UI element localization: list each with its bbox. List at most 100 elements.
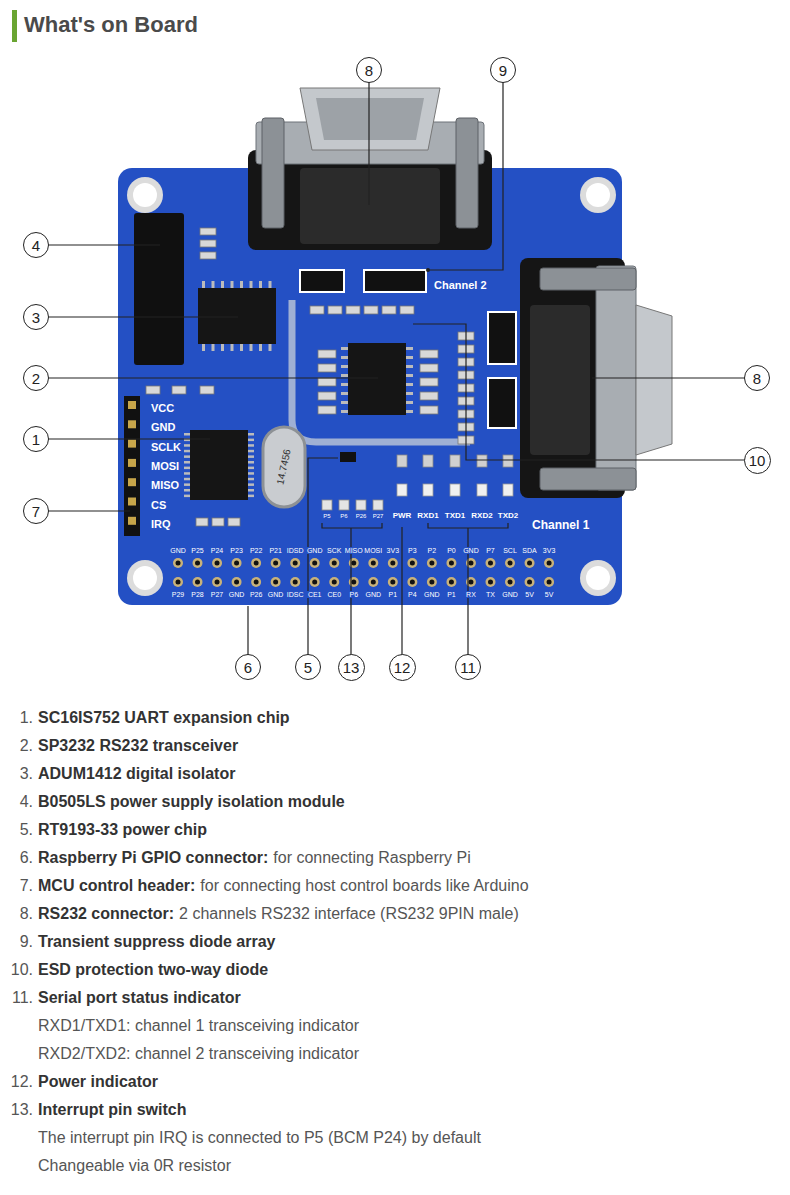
gpio-pad (212, 577, 222, 587)
resistor (328, 306, 342, 314)
pin-label: P6 (348, 591, 359, 598)
callout-circle: 10 (744, 447, 771, 474)
channel-label: Channel 2 (433, 280, 488, 291)
led-label: TXD1 (444, 512, 466, 520)
leader-line (247, 606, 248, 655)
mounting-hole (127, 560, 163, 596)
chip-pin (406, 383, 413, 386)
chip-pin (248, 439, 254, 442)
chip-pin (184, 461, 190, 464)
list-number: 5. (20, 820, 33, 839)
leader-line (401, 527, 402, 655)
gpio-pad (329, 577, 339, 587)
pin-label: GND (501, 591, 519, 598)
gpio-hole (176, 561, 181, 566)
header-pin (128, 459, 136, 467)
gpio-hole (351, 580, 356, 585)
gpio-hole (254, 580, 259, 585)
gpio-pad (173, 577, 183, 587)
channel-label: Channel 1 (531, 519, 590, 531)
chip-pin (406, 374, 413, 377)
pin-label: P6 (339, 513, 348, 519)
gpio-hole (527, 580, 532, 585)
gpio-pad (407, 577, 417, 587)
callout-circle: 3 (23, 304, 49, 330)
resistor (310, 306, 324, 314)
list-number: 13. (11, 1100, 33, 1119)
chip-pin (250, 344, 253, 351)
led (503, 484, 513, 496)
pin-label: 5V (524, 591, 535, 598)
pin-label: IDSD (286, 547, 305, 554)
leader-line (368, 82, 369, 205)
callout-number: 13 (343, 660, 360, 675)
list-number: 10. (11, 960, 33, 979)
db9-screw (540, 268, 636, 290)
gpio-pad (427, 577, 437, 587)
item-text: RXD2/TXD2: channel 2 transceiving indica… (38, 1044, 359, 1063)
isolation-gap (292, 300, 470, 442)
isolator-chip (198, 288, 276, 344)
resistor-pad (322, 500, 332, 510)
chip-pin (259, 281, 262, 288)
gpio-hole (215, 561, 220, 566)
item-title: RT9193-33 power chip (38, 820, 207, 839)
pin-label: P4 (407, 591, 418, 598)
gpio-pad (485, 558, 495, 568)
gpio-pad (310, 577, 320, 587)
callout-number: 7 (32, 504, 40, 519)
gpio-pad (232, 577, 242, 587)
resistor (200, 386, 214, 394)
mounting-hole (580, 177, 616, 213)
gpio-pad (407, 558, 417, 568)
led (423, 484, 433, 496)
gpio-hole (390, 580, 395, 585)
jumper (300, 270, 344, 292)
pin-label: VCC (150, 403, 175, 414)
gpio-pad (310, 558, 320, 568)
chip-pin (248, 444, 254, 447)
chip-pin (406, 347, 413, 350)
db9-shell (300, 88, 440, 150)
chip-pin (184, 450, 190, 453)
callout-circle: 11 (455, 654, 481, 680)
callout-number: 8 (365, 63, 373, 78)
pin-label: P24 (210, 547, 224, 554)
chip-pin (184, 489, 190, 492)
gpio-pad (271, 577, 281, 587)
isolation-module (134, 213, 184, 365)
pin-label: P23 (229, 547, 243, 554)
gpio-hole (293, 580, 298, 585)
resistor (200, 252, 216, 259)
pin-label: IDSC (286, 591, 305, 598)
leader-lines (48, 82, 745, 655)
chip-pin (341, 347, 348, 350)
gpio-pad (368, 577, 378, 587)
chip-pin (184, 467, 190, 470)
chip-pin (202, 344, 205, 351)
item-text: for connecting Raspberry Pi (273, 848, 470, 867)
item-title: Power indicator (38, 1072, 158, 1091)
gpio-hole (410, 561, 415, 566)
transceiver-chip (348, 343, 406, 415)
gpio-hole (429, 580, 434, 585)
gpio-pad (349, 558, 359, 568)
chip-pin (341, 392, 348, 395)
gpio-pad (505, 558, 515, 568)
callout-circle: 4 (23, 232, 49, 258)
led-label: PWR (392, 512, 413, 520)
pin-label: P22 (249, 547, 263, 554)
gpio-hole (332, 561, 337, 566)
led (450, 484, 460, 496)
chip-pin (240, 344, 243, 351)
list-number: 1. (20, 708, 33, 727)
leader-line (592, 377, 745, 378)
callout-number: 10 (749, 453, 766, 468)
pin-label: MOSI (150, 461, 180, 472)
gpio-hole (371, 561, 376, 566)
callout-number: 3 (32, 310, 40, 325)
pin-label: P3 (407, 547, 418, 554)
resistor (318, 406, 336, 414)
pin-label: P26 (355, 513, 368, 519)
